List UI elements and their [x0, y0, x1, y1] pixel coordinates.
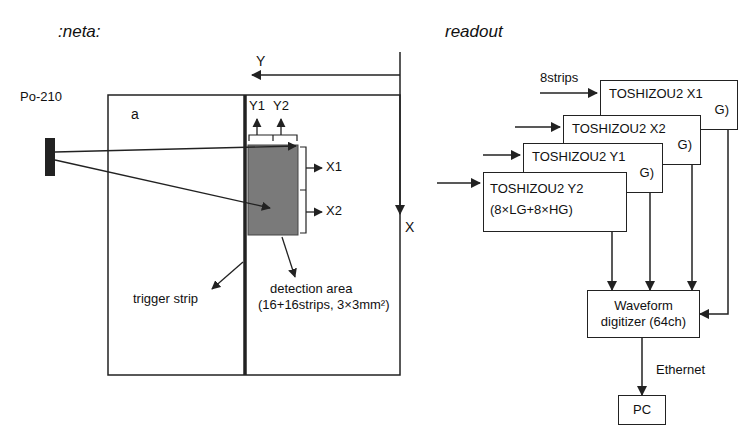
detection-area: [248, 145, 298, 235]
strip-label: X1: [326, 160, 342, 175]
x-strip-bracket: [300, 147, 306, 233]
board-name: TOSHIZOU2 X1: [609, 86, 729, 102]
trigger-strip: [243, 95, 247, 375]
signal-connector: [700, 130, 728, 314]
alpha-source: [45, 138, 55, 176]
x1-readout-arrow: [306, 167, 322, 168]
computer-box: PC: [618, 395, 666, 425]
board-name: TOSHIZOU2 Y1: [532, 149, 654, 165]
frontend-board: TOSHIZOU2 Y2 (8×LG+8×HG): [483, 172, 627, 232]
strip-label: Y1: [249, 99, 265, 114]
particle-label: a: [131, 106, 139, 122]
strip-input-arrow: [540, 92, 597, 94]
source-label: Po-210: [20, 90, 62, 105]
annotation: detection area: [270, 282, 352, 297]
signal-connector: [641, 338, 643, 395]
axis-label: X: [405, 219, 414, 235]
strip-input-arrow: [437, 182, 480, 184]
channel-count: 8strips: [540, 71, 578, 86]
y2-readout-arrow: [280, 119, 281, 135]
y1-readout-arrow: [256, 119, 257, 135]
strip-input-arrow: [515, 126, 560, 128]
strip-label: Y2: [273, 99, 289, 114]
board-spec: (8×LG+8×HG): [490, 202, 620, 218]
board-name: Waveform digitizer (64ch): [594, 298, 693, 330]
alpha-ray: [55, 146, 296, 152]
y-axis-arrow: [252, 74, 400, 76]
strip-input-arrow: [483, 154, 520, 156]
detection-leader: [282, 237, 295, 277]
link-label: Ethernet: [656, 363, 705, 378]
chamber-outline: [108, 95, 400, 375]
annotation: (16+16strips, 3×3mm²): [258, 298, 390, 313]
signal-connector: [649, 193, 651, 290]
signal-connector: [691, 165, 693, 290]
x2-readout-arrow: [306, 211, 322, 212]
digitizer-box: Waveform digitizer (64ch): [587, 290, 700, 338]
trigger-leader: [212, 262, 243, 289]
alpha-ray: [55, 160, 270, 208]
board-name: TOSHIZOU2 X2: [572, 121, 692, 137]
section-heading: :neta:: [58, 22, 101, 42]
signal-connector: [611, 232, 613, 290]
board-name: TOSHIZOU2 Y2: [490, 181, 620, 197]
section-heading: readout: [445, 22, 503, 42]
strip-label: X2: [326, 204, 342, 219]
axis-label: Y: [256, 53, 265, 69]
y-strip-bracket: [249, 135, 297, 141]
annotation: trigger strip: [133, 292, 198, 307]
board-name: PC: [633, 402, 651, 418]
